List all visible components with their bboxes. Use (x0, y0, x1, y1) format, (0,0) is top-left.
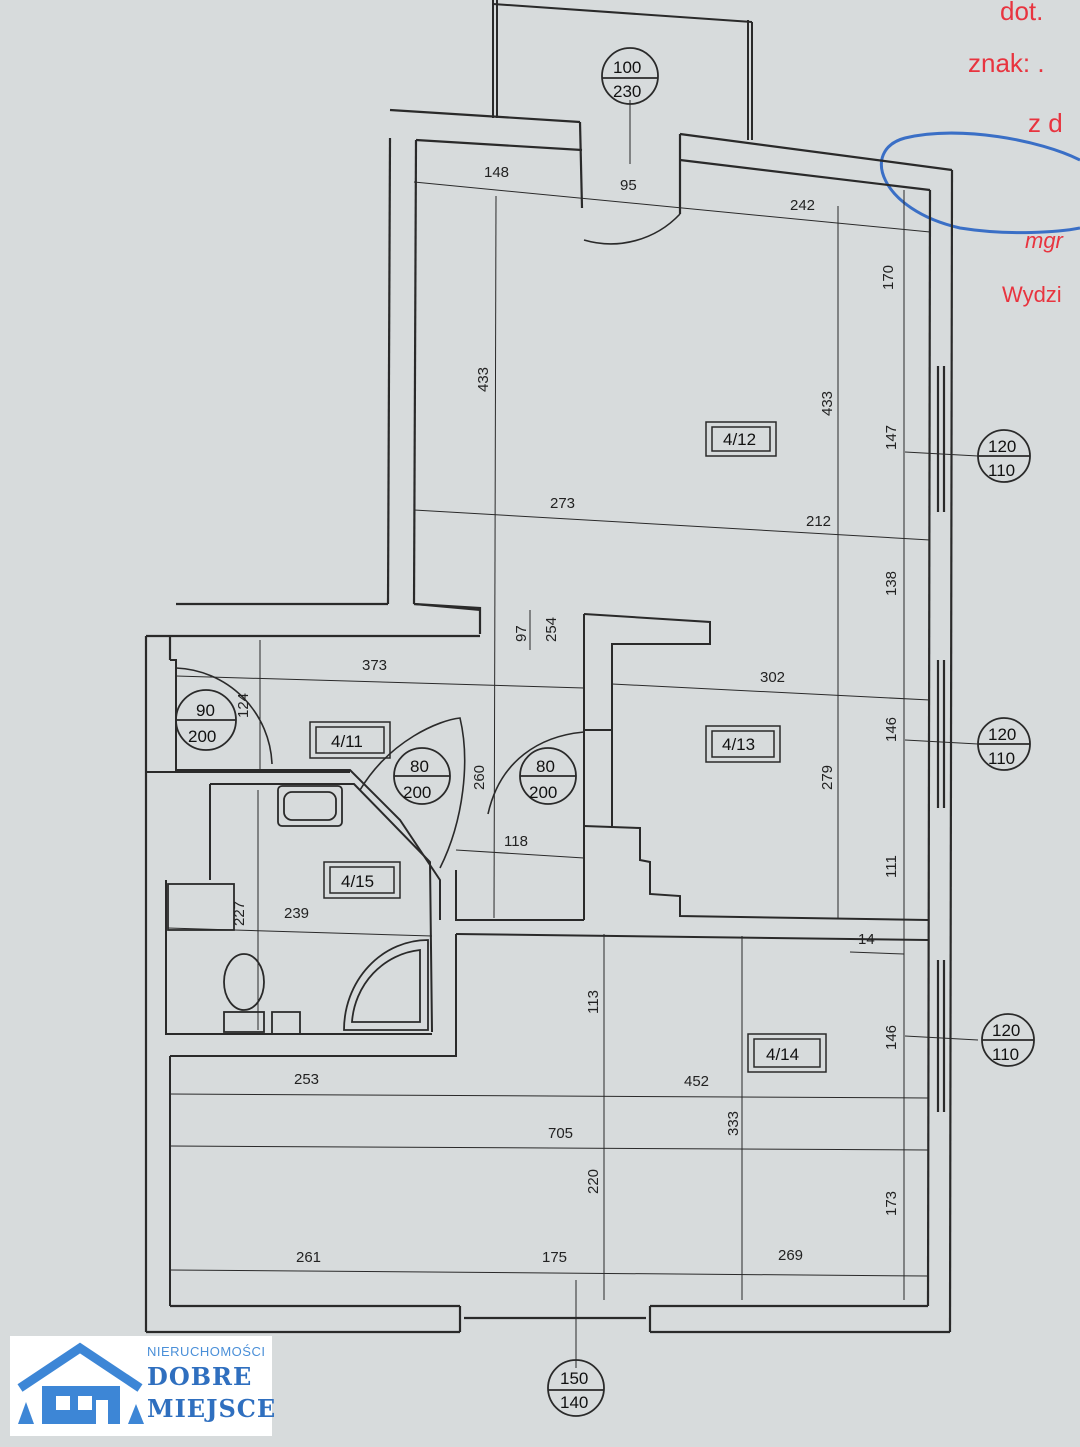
room-4-13: 4/13 (722, 735, 755, 754)
dim-212: 212 (806, 513, 831, 530)
dim-170: 170 (880, 265, 897, 290)
logo-text-bottom: MIEJSCE (147, 1394, 277, 1423)
window-412-height: 110 (988, 461, 1015, 480)
window-414-width: 120 (992, 1021, 1020, 1040)
window-413-width: 120 (988, 725, 1016, 744)
dim-146-b: 146 (883, 1025, 900, 1050)
dimension-labels: 148 95 242 170 433 433 147 273 212 138 9… (231, 164, 900, 1266)
dimension-lines (167, 100, 979, 1368)
window-bottom-width: 150 (560, 1369, 588, 1388)
dim-146-a: 146 (883, 717, 900, 742)
dim-124: 124 (235, 693, 252, 718)
dim-260: 260 (471, 765, 488, 790)
dim-253: 253 (294, 1071, 319, 1088)
dim-173: 173 (883, 1191, 900, 1216)
annotation-line-5: Wydzi (1002, 282, 1062, 307)
door-413-width: 80 (536, 757, 555, 776)
dim-239: 239 (284, 905, 309, 922)
window-413-height: 110 (988, 749, 1015, 768)
annotation-line-1: dot. (1000, 0, 1043, 26)
dim-302: 302 (760, 669, 785, 686)
dim-333: 333 (725, 1111, 742, 1136)
dim-147: 147 (883, 425, 900, 450)
door-swings (175, 213, 681, 869)
shower (343, 939, 429, 1031)
dim-118: 118 (504, 833, 528, 850)
dim-95: 95 (620, 177, 637, 194)
door-bath-height: 200 (403, 783, 431, 802)
dim-254: 254 (543, 617, 560, 642)
balcony-door-height: 230 (613, 82, 641, 101)
dim-138: 138 (883, 571, 900, 596)
dim-227: 227 (231, 901, 248, 926)
window-bottom-height: 140 (560, 1393, 588, 1412)
room-4-12: 4/12 (723, 430, 756, 449)
door-entrance-height: 200 (188, 727, 216, 746)
dim-242: 242 (790, 197, 815, 214)
dim-273: 273 (550, 495, 575, 512)
dim-14: 14 (858, 931, 875, 948)
sink (277, 785, 343, 827)
agency-logo: NIERUCHOMOŚCI DOBRE MIEJSCE (10, 1336, 275, 1436)
balcony-door-width: 100 (613, 58, 641, 77)
dim-269: 269 (778, 1247, 803, 1264)
room-4-11: 4/11 (331, 732, 363, 751)
window-412-width: 120 (988, 437, 1016, 456)
dim-279: 279 (819, 765, 836, 790)
dim-97: 97 (513, 625, 530, 642)
dim-220: 220 (585, 1169, 602, 1194)
interior-walls (146, 603, 929, 1306)
blue-pen-mark (879, 131, 1080, 235)
logo-text-top: NIERUCHOMOŚCI (147, 1344, 266, 1359)
room-labels (309, 421, 827, 1073)
dim-433-left: 433 (475, 367, 492, 392)
dim-433-right: 433 (819, 391, 836, 416)
annotation-line-2: znak: . (968, 48, 1045, 78)
dim-373: 373 (362, 657, 387, 674)
balcony (492, 0, 753, 140)
room-4-15: 4/15 (341, 872, 374, 891)
dim-705: 705 (548, 1125, 573, 1142)
bath-fixtures (167, 785, 429, 1034)
dim-261: 261 (296, 1249, 321, 1266)
toilet (223, 953, 265, 1011)
dim-113: 113 (585, 990, 602, 1014)
washer (167, 883, 235, 931)
dim-452: 452 (684, 1073, 709, 1090)
dim-111: 111 (883, 855, 900, 878)
dim-148: 148 (484, 164, 509, 181)
window-414-height: 110 (992, 1045, 1019, 1064)
door-entrance-width: 90 (196, 701, 215, 720)
logo-text-mid: DOBRE (147, 1362, 253, 1391)
opening-symbols (175, 47, 1035, 1417)
dim-175: 175 (542, 1249, 567, 1266)
door-413-height: 200 (529, 783, 557, 802)
house-icon (17, 1342, 144, 1424)
room-4-14: 4/14 (766, 1045, 799, 1064)
exterior-walls (144, 108, 954, 1334)
door-bath-width: 80 (410, 757, 429, 776)
annotation-line-3: z d (1028, 108, 1063, 138)
